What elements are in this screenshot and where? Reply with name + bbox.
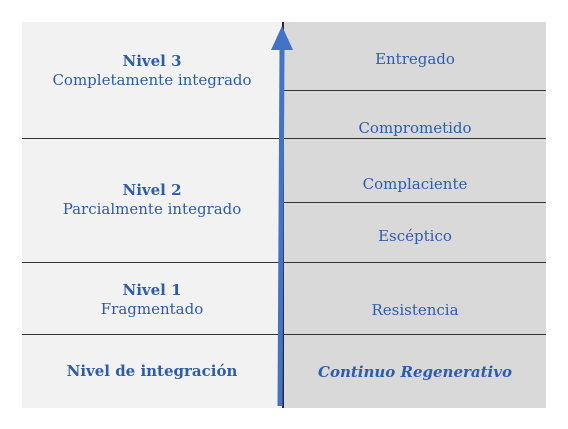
stage-resistencia-cell: Resistencia (284, 262, 546, 334)
stage-entregado: Entregado (375, 50, 455, 68)
stage-complaciente-cell: Complaciente (284, 138, 546, 202)
stage-entregado-cell: Entregado (284, 22, 546, 90)
level-3-subtitle: Completamente integrado (52, 71, 252, 89)
arrow-head (271, 26, 293, 50)
stage-comprometido: Comprometido (358, 119, 472, 137)
level-2-title: Nivel 2 (122, 181, 182, 199)
stage-comprometido-cell: Comprometido (284, 90, 546, 138)
regenerative-continuum-label: Continuo Regenerativo (318, 362, 512, 381)
regenerative-continuum-header: Continuo Regenerativo (284, 334, 546, 408)
level-1-title: Nivel 1 (122, 281, 182, 299)
level-3-cell: Nivel 3 Completamente integrado (22, 22, 282, 138)
level-2-subtitle: Parcialmente integrado (62, 200, 242, 218)
level-2-cell: Nivel 2 Parcialmente integrado (22, 138, 282, 262)
arrow-shaft (277, 47, 285, 407)
integration-level-label: Nivel de integración (66, 362, 238, 380)
stage-esceptico-cell: Escéptico (284, 202, 546, 262)
integration-level-header: Nivel de integración (22, 334, 282, 408)
stage-complaciente: Complaciente (362, 175, 468, 193)
stage-esceptico: Escéptico (378, 227, 452, 245)
level-1-cell: Nivel 1 Fragmentado (22, 262, 282, 334)
level-3-title: Nivel 3 (122, 52, 182, 70)
level-1-subtitle: Fragmentado (100, 300, 204, 318)
stage-resistencia: Resistencia (371, 301, 459, 319)
